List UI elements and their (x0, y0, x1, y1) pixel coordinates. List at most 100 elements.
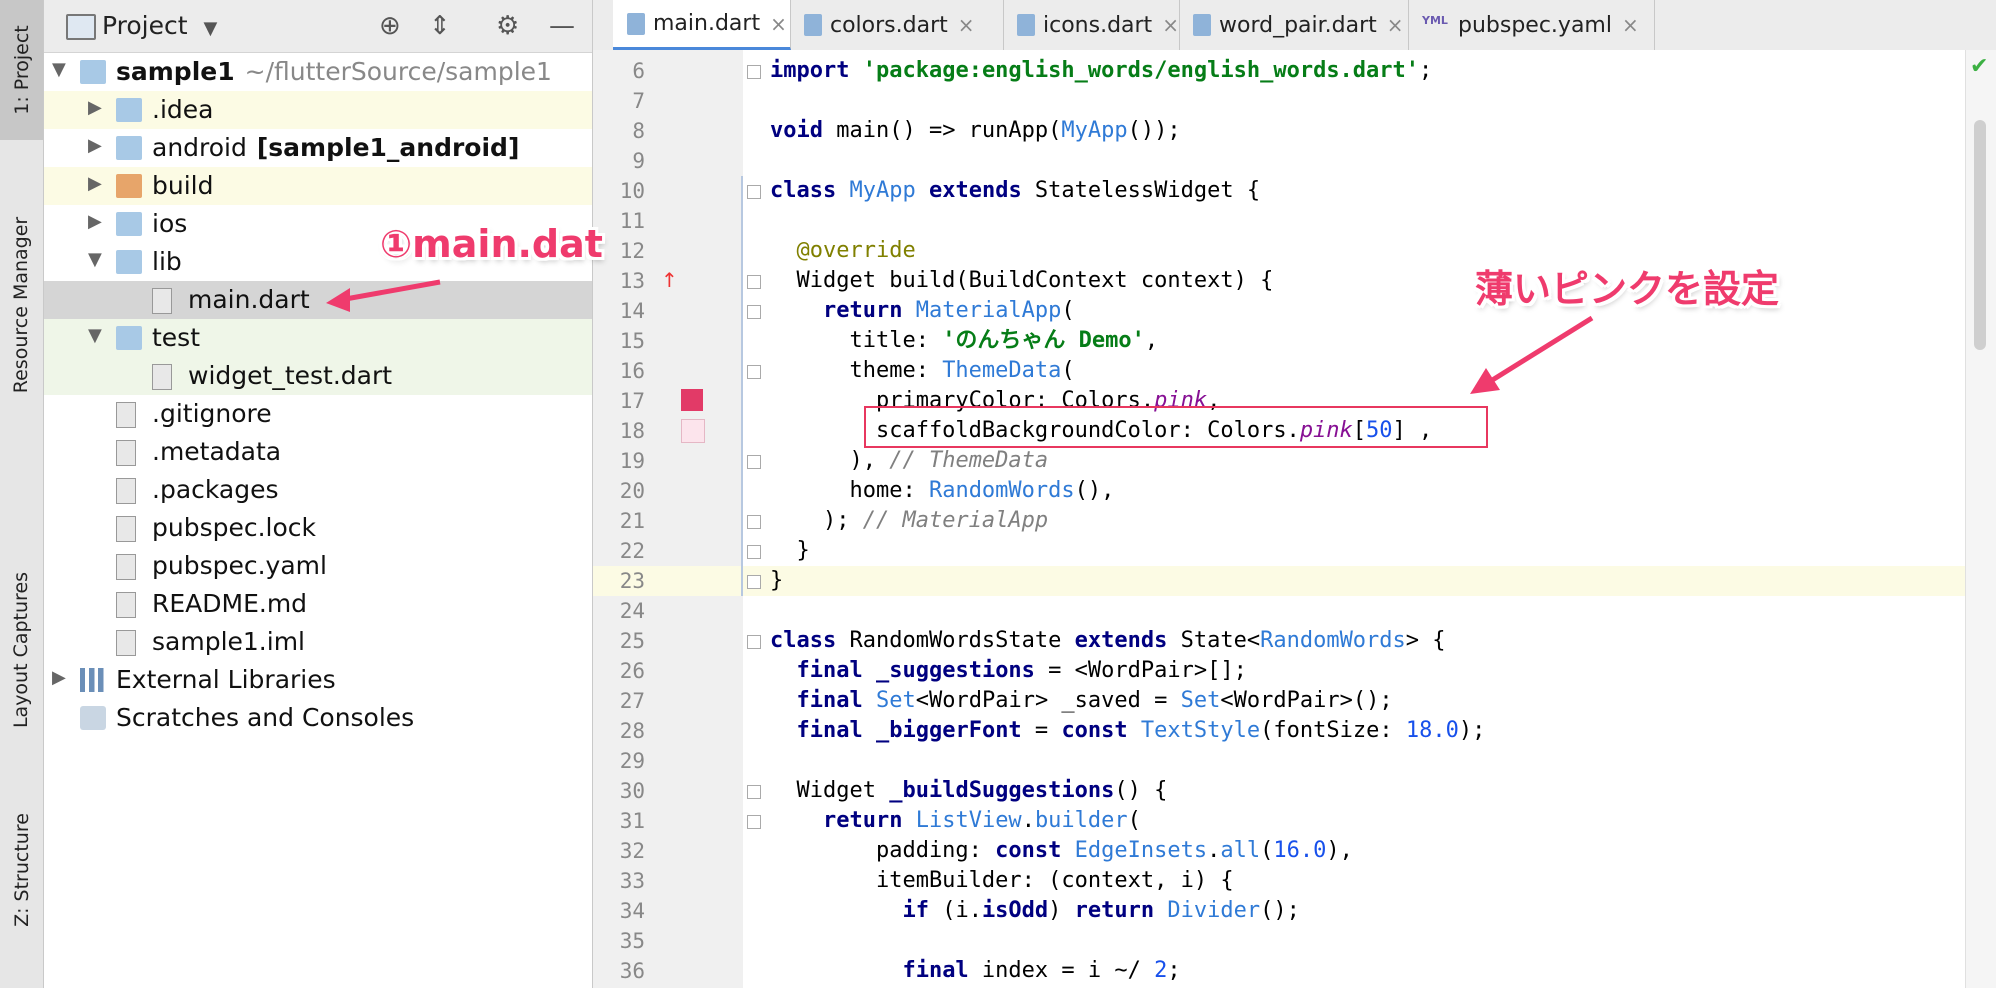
file-icon (116, 554, 136, 580)
code-line[interactable]: if (i.isOdd) return Divider(); (902, 898, 1300, 923)
fold-marker-icon[interactable] (747, 545, 761, 559)
collapsed-arrow-icon[interactable]: ▶ (88, 173, 102, 194)
tree-item-label: pubspec.lock (152, 513, 317, 542)
fold-marker-icon[interactable] (747, 515, 761, 529)
collapsed-arrow-icon[interactable]: ▶ (88, 135, 102, 156)
editor-scrollbar-thumb[interactable] (1974, 120, 1986, 350)
tree-row[interactable]: .packages (44, 471, 592, 509)
code-line[interactable]: scaffoldBackgroundColor: Colors.pink[50]… (770, 418, 1433, 443)
code-line[interactable]: home: RandomWords(), (770, 478, 1115, 503)
line-number: 8 (632, 119, 645, 143)
yaml-file-icon: YML (1422, 14, 1448, 27)
code-line[interactable]: import 'package:english_words/english_wo… (770, 58, 1433, 83)
collapsed-arrow-icon[interactable]: ▶ (88, 97, 102, 118)
line-number: 13 (619, 269, 645, 293)
line-number: 35 (619, 929, 645, 953)
fold-marker-icon[interactable] (747, 275, 761, 289)
close-icon[interactable]: × (1386, 13, 1404, 37)
code-line[interactable]: itemBuilder: (context, i) { (770, 868, 1234, 893)
file-icon (116, 478, 136, 504)
code-line[interactable]: ); // MaterialApp (770, 508, 1049, 533)
tool-tab-project[interactable]: 1: Project (0, 0, 43, 140)
fold-marker-icon[interactable] (747, 815, 761, 829)
fold-marker-icon[interactable] (747, 575, 761, 589)
fold-marker-icon[interactable] (747, 635, 761, 649)
code-line[interactable]: final index = i ~/ 2; (902, 958, 1181, 983)
tree-item-label: Scratches and Consoles (116, 703, 415, 732)
locate-icon[interactable]: ⊕ (379, 11, 401, 41)
fold-marker-icon[interactable] (747, 455, 761, 469)
collapsed-arrow-icon[interactable]: ▶ (88, 211, 102, 232)
tree-row[interactable]: ▼test (44, 319, 592, 357)
editor-tab[interactable]: icons.dart× (1003, 0, 1180, 50)
project-panel-title[interactable]: Project ▼ (102, 11, 218, 40)
chevron-down-icon[interactable]: ▼ (203, 18, 218, 39)
collapsed-arrow-icon[interactable]: ▶ (52, 667, 66, 688)
close-icon[interactable]: × (770, 11, 787, 36)
tree-row[interactable]: ▶ios (44, 205, 592, 243)
expanded-arrow-icon[interactable]: ▼ (88, 249, 102, 270)
code-line[interactable]: ), // ThemeData (770, 448, 1049, 473)
expanded-arrow-icon[interactable]: ▼ (88, 325, 102, 346)
tree-row[interactable]: .metadata (44, 433, 592, 471)
close-icon[interactable]: × (957, 13, 975, 37)
tool-tab-resource-manager[interactable]: Resource Manager (10, 216, 33, 394)
code-line[interactable]: @override (796, 238, 916, 263)
tree-row[interactable]: sample1.iml (44, 623, 592, 661)
fold-marker-icon[interactable] (747, 785, 761, 799)
tree-item-label: android[sample1_android] (152, 133, 520, 162)
tree-row[interactable]: README.md (44, 585, 592, 623)
tree-row[interactable]: widget_test.dart (44, 357, 592, 395)
close-icon[interactable]: × (1162, 13, 1179, 37)
code-line[interactable]: theme: ThemeData( (770, 358, 1075, 383)
code-editor[interactable]: import 'package:english_words/english_wo… (741, 50, 1965, 988)
pink-background-callout: 薄いピンクを設定 (1475, 267, 1780, 311)
editor-tab[interactable]: word_pair.dart× (1179, 0, 1409, 50)
tree-item-label: .packages (152, 475, 279, 504)
code-line[interactable]: } (770, 538, 810, 563)
tree-row[interactable]: pubspec.yaml (44, 547, 592, 585)
collapse-all-icon[interactable]: ⇕ (429, 11, 451, 41)
fold-marker-icon[interactable] (747, 365, 761, 379)
code-line[interactable]: final Set<WordPair> _saved = Set<WordPai… (796, 688, 1393, 713)
color-swatch-pink-50[interactable] (681, 419, 705, 443)
tree-row[interactable]: ▼sample1~/flutterSource/sample1 (44, 53, 592, 91)
tree-row[interactable]: ▶.idea (44, 91, 592, 129)
tree-row[interactable]: ▶ android[sample1_android] (44, 129, 592, 167)
fold-marker-icon[interactable] (747, 305, 761, 319)
folder-icon (116, 98, 142, 122)
tree-row[interactable]: Scratches and Consoles (44, 699, 592, 737)
gear-icon[interactable]: ⚙ (496, 11, 520, 41)
hide-icon[interactable]: — (549, 11, 575, 41)
fold-marker-icon[interactable] (747, 65, 761, 79)
fold-marker-icon[interactable] (747, 185, 761, 199)
close-icon[interactable]: × (1621, 13, 1639, 37)
override-marker-icon[interactable]: ↑ (661, 268, 678, 292)
code-line[interactable]: } (770, 568, 784, 593)
code-line[interactable]: final _biggerFont = const TextStyle(font… (796, 718, 1486, 743)
tree-row[interactable]: .gitignore (44, 395, 592, 433)
code-line[interactable]: final _suggestions = <WordPair>[]; (796, 658, 1247, 683)
tree-row[interactable]: pubspec.lock (44, 509, 592, 547)
editor-tab[interactable]: colors.dart× (790, 0, 1004, 50)
code-line[interactable]: padding: const EdgeInsets.all(16.0), (770, 838, 1353, 863)
code-line[interactable]: void main() => runApp(MyApp()); (770, 118, 1181, 143)
code-line[interactable]: return ListView.builder( (822, 808, 1141, 833)
tool-tab-structure[interactable]: Z: Structure (10, 813, 33, 927)
code-line[interactable]: class MyApp extends StatelessWidget { (770, 178, 1261, 203)
editor-tab[interactable]: main.dart× (613, 0, 791, 50)
code-line[interactable]: return MaterialApp( (822, 298, 1075, 323)
tree-row[interactable]: ▼lib (44, 243, 592, 281)
code-line[interactable]: Widget _buildSuggestions() { (770, 778, 1168, 803)
expanded-arrow-icon[interactable]: ▼ (52, 59, 66, 80)
tree-row[interactable]: main.dart (44, 281, 592, 319)
tree-row[interactable]: ▶External Libraries (44, 661, 592, 699)
code-line[interactable]: title: 'のんちゃん Demo', (770, 328, 1159, 353)
tool-tab-layout-captures[interactable]: Layout Captures (10, 571, 33, 729)
code-line[interactable]: class RandomWordsState extends State<Ran… (770, 628, 1446, 653)
code-line[interactable]: Widget build(BuildContext context) { (770, 268, 1274, 293)
color-swatch-pink[interactable] (681, 389, 703, 411)
tree-row[interactable]: ▶build (44, 167, 592, 205)
